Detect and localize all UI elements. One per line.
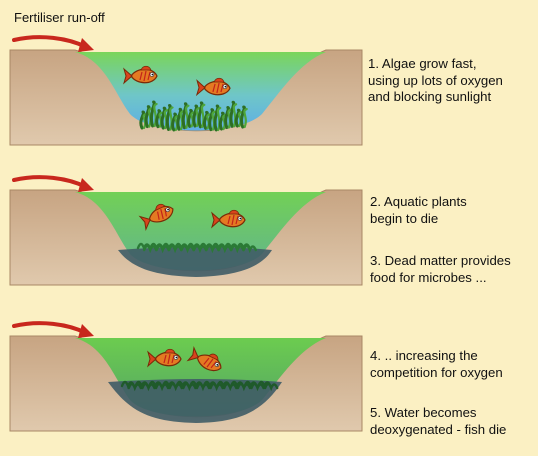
fish-icon [147,348,182,368]
panel-3-text-b: 5. Water becomes deoxygenated - fish die [370,405,507,437]
pond-panel-1 [9,35,363,146]
vegetation [136,242,257,254]
fish-icon [211,209,246,229]
fish-icon [138,203,174,231]
diagram-title: Fertiliser run-off [14,10,105,25]
runoff-arrow [12,321,94,338]
sediment-layer [118,247,272,277]
fish-icon [123,65,158,85]
pond-panel-2 [9,175,363,286]
runoff-arrow [12,175,94,192]
pond-panel-3 [9,321,363,432]
sediment-layer [108,379,282,423]
fish-icon [186,346,222,372]
panel-1-text: 1. Algae grow fast, using up lots of oxy… [368,56,503,104]
runoff-arrow [12,35,94,52]
panel-2-text-b: 3. Dead matter provides food for microbe… [370,253,511,285]
panel-3-text-a: 4. .. increasing the competition for oxy… [370,348,503,380]
fish-icon [195,77,231,97]
vegetation [139,100,248,132]
panel-2-text-a: 2. Aquatic plants begin to die [370,194,467,226]
vegetation [120,380,279,392]
